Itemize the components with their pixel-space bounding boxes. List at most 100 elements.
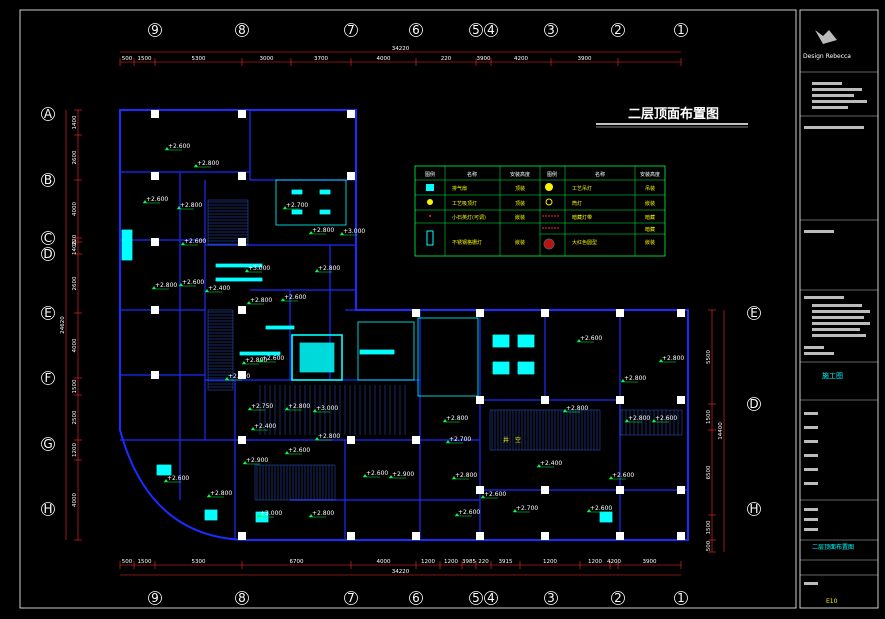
grille-lamp-icon: [426, 230, 434, 246]
dimension-text: 4000: [377, 559, 391, 565]
legend-height: 吊装: [645, 185, 655, 192]
grid-bubble-top-1: 1: [674, 23, 688, 37]
elevation-mark: +2.600: [259, 355, 284, 363]
floor-plan: [119, 109, 689, 541]
elevation-text: +2.800: [180, 202, 202, 209]
dimension-text: 3985: [462, 559, 476, 565]
legend-height: 嵌装: [645, 239, 655, 246]
elevation-text: +2.600: [167, 475, 189, 482]
grid-bubble-bottom-6: 6: [409, 591, 423, 605]
grid-label: H: [43, 502, 52, 516]
elevation-text: +2.800: [197, 160, 219, 167]
grid-label: 3: [547, 591, 555, 605]
legend-name: 大红色圆型: [572, 239, 597, 246]
elevation-mark: +2.800: [285, 403, 310, 411]
elevation-mark: +2.600: [609, 472, 634, 480]
grid-label: 7: [347, 23, 355, 37]
grid-label: 1: [677, 23, 685, 37]
ceiling-features: [121, 179, 613, 523]
legend-height: 嵌装: [645, 200, 655, 207]
elevation-mark: +2.600: [363, 470, 388, 478]
elevation-text: +3.000: [248, 265, 270, 272]
elevation-text: +2.800: [318, 433, 340, 440]
grid-label: D: [43, 247, 52, 261]
legend-header: 安装高度: [640, 171, 660, 178]
grid-label: 7: [347, 591, 355, 605]
elevation-mark: +2.800: [621, 375, 646, 383]
grid-label: E: [750, 306, 758, 320]
dimension-text: 1200: [543, 559, 557, 565]
elevation-text: +2.600: [655, 415, 677, 422]
dimension-text: 1200: [588, 559, 602, 565]
elevation-text: +2.800: [288, 403, 310, 410]
elevator-shaft: [291, 334, 343, 381]
dimension-text: 3900: [477, 56, 491, 62]
drawing-frame: [19, 9, 797, 609]
elevation-mark: +2.700: [283, 202, 308, 210]
elevation-text: +2.600: [458, 509, 480, 516]
legend-name: 小石英灯(可调): [452, 214, 486, 221]
elevation-text: +2.600: [262, 355, 284, 362]
dimension-text: 4200: [607, 559, 621, 565]
elevation-text: +2.800: [210, 490, 232, 497]
legend-header: 安装高度: [510, 171, 530, 178]
elevation-text: +2.800: [455, 472, 477, 479]
dimension-text: 500: [706, 540, 712, 551]
legend-height: 暗藏: [645, 214, 655, 221]
elevation-mark: +2.800: [177, 202, 202, 210]
pendant-lamp-icon: [545, 183, 553, 191]
dimension-text: 1400: [72, 241, 78, 255]
elevation-mark: +2.600: [577, 335, 602, 343]
grid-label: 3: [547, 23, 555, 37]
dimension-text: 4000: [72, 202, 78, 216]
elevation-text: +2.800: [312, 510, 334, 517]
elevation-mark: +2.600: [455, 509, 480, 517]
grid-bubble-left-B: B: [41, 173, 55, 187]
dimension-text: 500: [122, 56, 133, 62]
elevation-mark: +2.800: [659, 355, 684, 363]
grid-label: E: [44, 306, 52, 320]
grid-bubble-bottom-7: 7: [344, 591, 358, 605]
elevation-mark: +2.800: [625, 415, 650, 423]
ceiling-lamp-icon: [427, 199, 433, 205]
elevation-text: +2.800: [662, 355, 684, 362]
grid-label: A: [44, 107, 53, 121]
grid-bubble-left-E: E: [41, 306, 55, 320]
elevation-mark: +2.600: [181, 238, 206, 246]
grid-label: G: [43, 437, 52, 451]
legend-header: 图例: [547, 171, 557, 178]
grid-bubble-left-D: D: [41, 247, 55, 261]
elevation-text: +2.600: [284, 294, 306, 301]
dimension-text: 4000: [72, 338, 78, 352]
dimension-text: 1500: [706, 410, 712, 424]
elevation-text: +2.800: [228, 373, 250, 380]
dimension-text: 2600: [72, 276, 78, 290]
grid-label: 9: [151, 591, 159, 605]
exhaust-fan-icon: [426, 184, 434, 191]
title-block-rows: [804, 82, 870, 585]
grid-bubble-top-7: 7: [344, 23, 358, 37]
grid-bubble-left-G: G: [41, 437, 55, 451]
elevation-mark: +2.800: [242, 357, 267, 365]
void-label: 井 空: [503, 436, 521, 444]
grid-bubble-right-E: E: [747, 306, 761, 320]
grid-bubble-bottom-5: 5: [469, 591, 483, 605]
spot-lamp-icon: [429, 215, 431, 217]
grid-bubble-top-3: 3: [544, 23, 558, 37]
elevation-mark: +2.800: [315, 433, 340, 441]
grid-bubble-bottom-8: 8: [235, 591, 249, 605]
legend-table: 图例名称安装高度图例名称安装高度排气扇顶装工艺吊灯吊装工艺吸顶灯顶装筒灯嵌装小石…: [414, 165, 666, 257]
elevation-mark: +2.800: [452, 472, 477, 480]
grid-label: 6: [412, 591, 420, 605]
elevation-text: +2.800: [245, 357, 267, 364]
elevation-text: +2.600: [288, 447, 310, 454]
elevation-text: +2.400: [540, 460, 562, 467]
elevation-text: +2.900: [246, 457, 268, 464]
dimension-text: 5300: [192, 559, 206, 565]
grid-label: 5: [472, 23, 480, 37]
grid-bubble-top-9: 9: [148, 23, 162, 37]
elevation-mark: +2.800: [315, 265, 340, 273]
legend-height: 嵌装: [515, 239, 525, 246]
